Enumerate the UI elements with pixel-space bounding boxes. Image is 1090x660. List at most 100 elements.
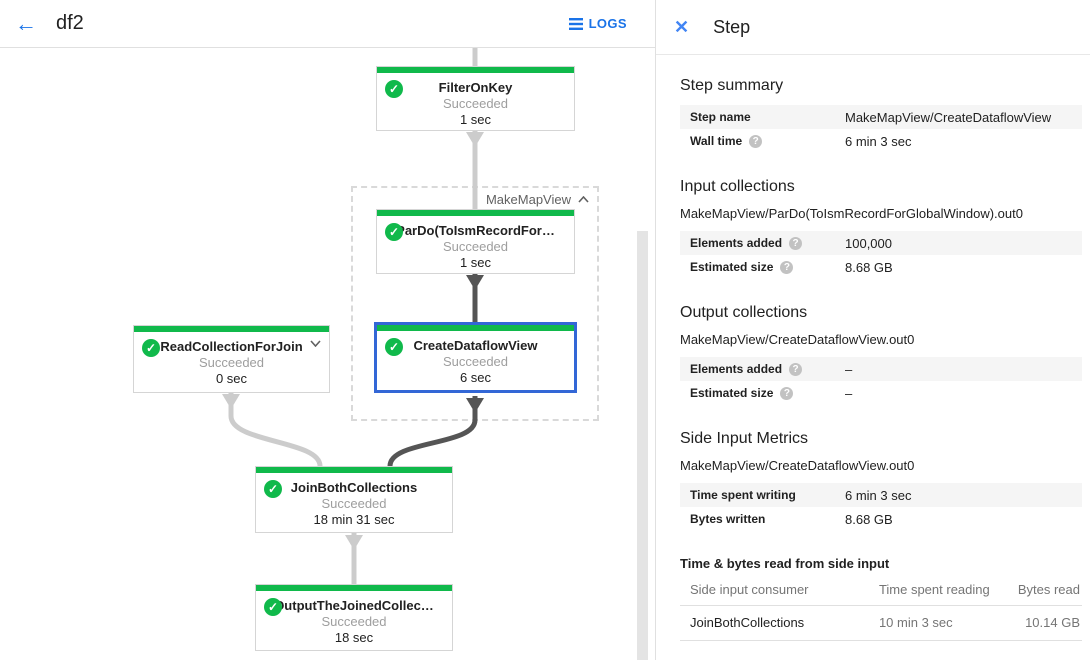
group-header-makemapview[interactable]: MakeMapView — [486, 192, 589, 207]
node-title: FilterOnKey — [438, 80, 513, 95]
table-row: JoinBothCollections 10 min 3 sec 10.14 G… — [680, 605, 1082, 641]
step-node-readcollectionforjoin[interactable]: ✓ ReadCollectionForJoin Succeeded 0 sec — [133, 325, 330, 393]
help-icon[interactable] — [789, 362, 803, 376]
section-heading: Output collections — [680, 304, 808, 321]
chevron-up-icon — [578, 196, 589, 203]
step-node-outputthejoinedcollection[interactable]: ✓ OutputTheJoinedCollec… Succeeded 18 se… — [255, 584, 453, 651]
section-step-summary: Step summary Step name MakeMapView/Creat… — [680, 77, 1082, 153]
node-title: ParDo(ToIsmRecordFor… — [396, 223, 555, 238]
row-value: MakeMapView/CreateDataflowView — [845, 109, 1052, 125]
graph-edges — [222, 48, 484, 584]
row-label: Wall time — [690, 134, 743, 148]
row-value: 8.68 GB — [845, 511, 893, 527]
group-label: MakeMapView — [485, 192, 571, 207]
step-node-filteronkey[interactable]: ✓ FilterOnKey Succeeded 1 sec — [376, 66, 575, 131]
job-title: df2 — [56, 12, 84, 34]
close-icon[interactable]: ✕ — [674, 16, 690, 37]
back-arrow-icon[interactable]: ← — [15, 10, 37, 36]
node-status: Succeeded — [442, 354, 509, 369]
collection-name: MakeMapView/CreateDataflowView.out0 — [680, 332, 915, 347]
collection-name: MakeMapView/ParDo(ToIsmRecordForGlobalWi… — [680, 206, 1023, 221]
node-status-bar — [256, 467, 452, 473]
success-check-icon: ✓ — [142, 339, 160, 357]
kv-row: Elements added 100,000 — [680, 231, 1082, 255]
section-side-input-metrics: Side Input Metrics MakeMapView/CreateDat… — [680, 430, 1082, 531]
help-icon[interactable] — [780, 260, 794, 274]
row-label: Estimated size — [690, 386, 774, 400]
cell-time-read: 10 min 3 sec — [868, 605, 1001, 641]
success-check-icon: ✓ — [385, 223, 403, 241]
success-check-icon: ✓ — [264, 598, 282, 616]
row-label: Step name — [690, 110, 751, 124]
logs-list-icon — [568, 17, 583, 30]
kv-row: Time spent writing 6 min 3 sec — [680, 483, 1082, 507]
node-status-bar — [377, 325, 574, 331]
help-icon[interactable] — [780, 386, 794, 400]
chevron-down-icon[interactable] — [310, 340, 321, 347]
table-header-row: Side input consumer Time spent reading B… — [680, 577, 1082, 606]
node-status: Succeeded — [321, 496, 387, 511]
section-heading: Step summary — [680, 77, 784, 94]
node-status: Succeeded — [198, 355, 265, 370]
node-status-bar — [134, 326, 329, 332]
row-value: – — [845, 361, 853, 377]
col-header: Bytes read — [1000, 577, 1082, 606]
help-icon[interactable] — [789, 236, 803, 250]
kv-row: Wall time 6 min 3 sec — [680, 129, 1082, 153]
section-output-collections: Output collections MakeMapView/CreateDat… — [680, 304, 1082, 405]
node-title: ReadCollectionForJoin — [160, 339, 303, 354]
col-header: Time spent reading — [868, 577, 1001, 606]
row-label: Elements added — [690, 236, 783, 250]
row-value: 6 min 3 sec — [845, 487, 912, 503]
section-side-input-read-table: Time & bytes read from side input Side i… — [680, 556, 1082, 641]
section-heading: Input collections — [680, 178, 795, 195]
row-label: Elements added — [690, 362, 783, 376]
logs-button-label: LOGS — [588, 16, 627, 31]
row-label: Time spent writing — [690, 488, 796, 502]
section-heading: Side Input Metrics — [680, 430, 809, 447]
kv-row: Bytes written 8.68 GB — [680, 507, 1082, 531]
row-label: Bytes written — [690, 512, 766, 526]
node-time: 18 sec — [334, 630, 374, 645]
panel-header: ✕ Step — [656, 0, 1090, 55]
cell-bytes-read: 10.14 GB — [1000, 605, 1082, 641]
step-node-createdataflowview-selected[interactable]: ✓ CreateDataflowView Succeeded 6 sec — [374, 322, 577, 393]
row-value: 6 min 3 sec — [845, 133, 912, 149]
node-time: 0 sec — [215, 371, 248, 386]
node-status: Succeeded — [442, 239, 509, 254]
node-status: Succeeded — [321, 614, 387, 629]
graph-vertical-scrollbar[interactable] — [637, 231, 648, 660]
table-heading: Time & bytes read from side input — [680, 556, 890, 571]
node-status: Succeeded — [442, 96, 509, 111]
success-check-icon: ✓ — [385, 338, 403, 356]
step-node-pardo-toismrecord[interactable]: ✓ ParDo(ToIsmRecordFor… Succeeded 1 sec — [376, 209, 575, 274]
job-graph-canvas[interactable]: MakeMapView ✓ FilterOnKey Succeeded — [0, 48, 655, 660]
panel-content: Step summary Step name MakeMapView/Creat… — [656, 55, 1090, 641]
node-title: CreateDataflowView — [413, 338, 538, 353]
kv-row: Estimated size 8.68 GB — [680, 255, 1082, 279]
step-node-joinbothcollections[interactable]: ✓ JoinBothCollections Succeeded 18 min 3… — [255, 466, 453, 533]
success-check-icon: ✓ — [264, 480, 282, 498]
top-bar: ← df2 LOGS — [0, 0, 655, 48]
node-time: 1 sec — [459, 112, 492, 127]
node-title: OutputTheJoinedCollec… — [274, 598, 434, 613]
node-time: 1 sec — [459, 255, 492, 270]
collection-name: MakeMapView/CreateDataflowView.out0 — [680, 458, 915, 473]
node-time: 18 min 31 sec — [313, 512, 395, 527]
row-value: – — [845, 385, 853, 401]
kv-row: Step name MakeMapView/CreateDataflowView — [680, 105, 1082, 129]
step-details-panel: ✕ Step Step summary Step name MakeMapVie… — [655, 0, 1090, 660]
section-input-collections: Input collections MakeMapView/ParDo(ToIs… — [680, 178, 1082, 279]
node-time: 6 sec — [459, 370, 492, 385]
logs-button[interactable]: LOGS — [568, 16, 627, 31]
row-label: Estimated size — [690, 260, 774, 274]
row-value: 100,000 — [845, 235, 892, 251]
help-icon[interactable] — [749, 134, 763, 148]
row-value: 8.68 GB — [845, 259, 893, 275]
col-header: Side input consumer — [680, 577, 869, 606]
panel-title: Step — [713, 16, 751, 37]
success-check-icon: ✓ — [385, 80, 403, 98]
node-status-bar — [256, 585, 452, 591]
kv-row: Elements added – — [680, 357, 1082, 381]
